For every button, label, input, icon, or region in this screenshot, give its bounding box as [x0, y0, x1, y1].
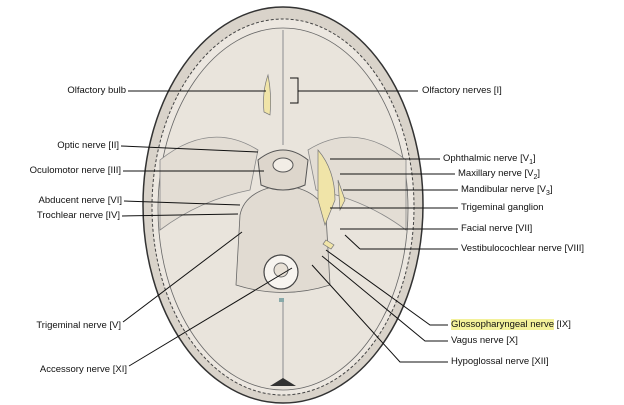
label-oculomotor-nerve: Oculomotor nerve [III] [29, 165, 121, 176]
label-trochlear-nerve: Trochlear nerve [IV] [36, 210, 120, 221]
label-text: Mandibular nerve [V [461, 184, 547, 195]
subscript: 2 [533, 173, 538, 181]
label-maxillary-nerve: Maxillary nerve [V2] [458, 168, 540, 183]
label-vagus-nerve: Vagus nerve [X] [451, 335, 518, 346]
label-abducent-nerve: Abducent nerve [VI] [38, 195, 122, 206]
bracket: ] [537, 168, 541, 179]
label-vestibulocochlear-nerve: Vestibulocochlear nerve [VIII] [461, 243, 585, 254]
label-optic-nerve: Optic nerve [II] [57, 140, 119, 151]
bracket: ] [532, 153, 536, 164]
label-facial-nerve: Facial nerve [VII] [461, 223, 533, 234]
label-text: Maxillary nerve [V [458, 168, 534, 179]
label-hypoglossal-nerve: Hypoglossal nerve [XII] [451, 356, 549, 367]
label-trigeminal-nerve: Trigeminal nerve [V] [36, 320, 121, 331]
label-glossopharyngeal-nerve: Glossopharyngeal nerve [IX] [451, 319, 571, 330]
label-olfactory-nerves: Olfactory nerves [I] [422, 85, 502, 96]
bracket: ] [549, 184, 553, 195]
label-accessory-nerve: Accessory nerve [XI] [39, 364, 127, 375]
label-number: [IX] [553, 319, 571, 330]
highlighted-text: Glossopharyngeal nerve [451, 319, 554, 330]
subscript: 3 [546, 189, 550, 197]
label-trigeminal-ganglion: Trigeminal ganglion [461, 202, 544, 213]
label-olfactory-bulb: Olfactory bulb [67, 85, 126, 96]
label-ophthalmic-nerve: Ophthalmic nerve [V1] [443, 153, 536, 168]
label-text: Ophthalmic nerve [V [443, 153, 530, 164]
subscript: 1 [529, 158, 533, 166]
label-mandibular-nerve: Mandibular nerve [V3] [461, 184, 553, 199]
